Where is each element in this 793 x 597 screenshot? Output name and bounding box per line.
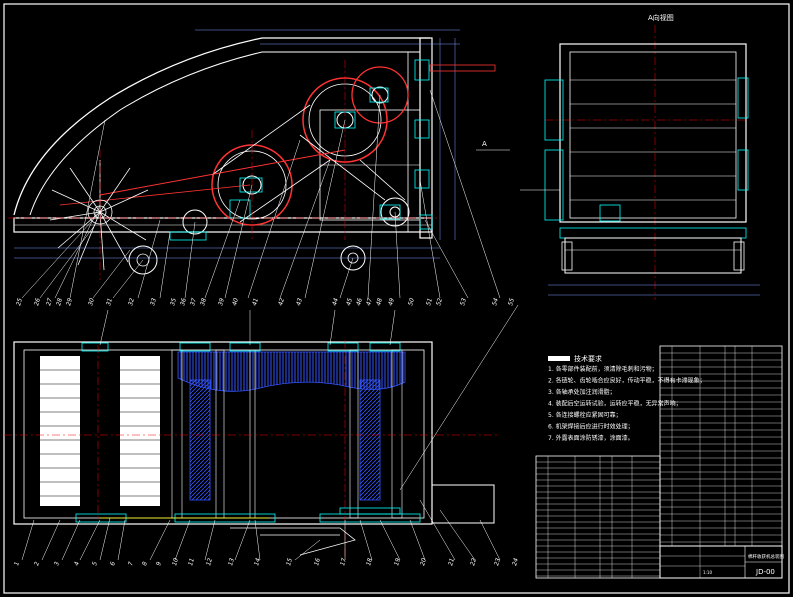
section-arrow-label: A <box>482 140 487 148</box>
callout-top: 54 <box>491 297 500 306</box>
callout-top: 44 <box>331 297 340 306</box>
note-line: 6. 机架焊接后应进行时效处理； <box>548 423 634 431</box>
callout-top: 50 <box>407 297 416 306</box>
callout-bottom: 3 <box>53 561 61 567</box>
notes-heading: 技术要求 <box>574 354 602 363</box>
callout-bottom: 22 <box>469 557 478 566</box>
callout-bottom: 8 <box>141 561 149 567</box>
callout-top: 48 <box>375 297 384 306</box>
callout-top: 33 <box>149 297 158 306</box>
title-block: 棉秆收获机总装图 JD-00 1:10 <box>659 545 784 579</box>
callout-bottom: 23 <box>493 557 502 566</box>
parts-list-right <box>659 345 783 547</box>
callout-top: 38 <box>199 297 208 306</box>
callout-top: 25 <box>15 297 24 306</box>
callout-top: 46 <box>355 297 364 306</box>
callout-bottom: 15 <box>285 557 294 566</box>
callout-top: 49 <box>387 297 396 306</box>
callout-top: 42 <box>277 297 286 306</box>
feed-roller-right <box>120 356 160 506</box>
drawing-border <box>3 3 790 594</box>
note-line: 4. 装配后空运转试验，运转应平稳，无异常声响； <box>548 400 682 408</box>
callout-bottom: 14 <box>253 557 262 566</box>
note-line: 5. 各连接螺栓应紧固可靠； <box>548 411 622 419</box>
callout-bottom: 12 <box>205 557 214 566</box>
title-block-name: 棉秆收获机总装图 <box>748 553 784 560</box>
callout-bottom: 16 <box>313 557 322 566</box>
callout-bottom: 6 <box>109 561 117 567</box>
callout-top: 47 <box>365 297 374 306</box>
callout-top: 40 <box>231 297 240 306</box>
callout-top: 55 <box>507 297 516 306</box>
callout-top: 36 <box>179 297 188 306</box>
callout-top: 27 <box>45 297 54 306</box>
callout-top: 43 <box>295 297 304 306</box>
callout-bottom: 1 <box>13 561 21 567</box>
callout-top: 31 <box>105 297 114 306</box>
callout-bottom: 9 <box>155 561 163 567</box>
callout-bottom: 11 <box>187 557 196 566</box>
callout-bottom: 20 <box>419 557 428 566</box>
a-view-title: A向视图 <box>648 13 674 22</box>
callout-bottom: 19 <box>393 557 402 566</box>
callout-top: 26 <box>33 297 42 306</box>
callout-top: 35 <box>169 297 178 306</box>
callout-bottom: 5 <box>91 561 99 567</box>
callout-top: 28 <box>55 297 64 306</box>
callout-top: 37 <box>189 297 198 306</box>
callout-top: 45 <box>345 297 354 306</box>
title-block-code: JD-00 <box>755 568 775 576</box>
callout-bottom: 18 <box>365 557 374 566</box>
callout-top: 39 <box>217 297 226 306</box>
callout-bottom: 7 <box>127 561 135 567</box>
callout-bottom: 17 <box>339 557 348 566</box>
technical-notes: 技术要求 1. 各零部件装配前，须清除毛刺和污物； 2. 各链轮、齿轮啮合应良好，… <box>548 354 706 442</box>
callout-top: 51 <box>425 297 434 306</box>
spiked-reel <box>49 160 149 271</box>
note-line: 3. 各轴承处加注润滑脂； <box>548 388 616 396</box>
callout-top: 41 <box>251 297 260 306</box>
callout-bottom: 13 <box>227 557 236 566</box>
callout-top: 53 <box>459 297 468 306</box>
callout-bottom: 2 <box>33 561 41 567</box>
callout-bottom: 4 <box>73 561 81 567</box>
callout-bottom: 21 <box>447 557 456 566</box>
callout-bottom: 10 <box>171 557 180 566</box>
note-line: 1. 各零部件装配前，须清除毛刺和污物； <box>548 365 658 373</box>
callout-top: 32 <box>127 297 136 306</box>
note-line: 2. 各链轮、齿轮啮合应良好，传动平稳，不得有卡滞现象； <box>548 377 706 385</box>
callout-top: 29 <box>65 297 74 306</box>
callout-top: 30 <box>87 297 96 306</box>
title-block-scale: 1:10 <box>703 570 712 575</box>
note-line: 7. 外露表面涂防锈漆，涂面漆。 <box>548 434 634 442</box>
crusher-rotor <box>177 351 406 392</box>
callout-top: 52 <box>435 297 444 306</box>
feed-roller-left <box>40 356 80 506</box>
parts-list-left <box>535 455 661 579</box>
a-direction-view: A向视图 <box>520 13 760 300</box>
callout-bottom: 24 <box>511 557 520 566</box>
